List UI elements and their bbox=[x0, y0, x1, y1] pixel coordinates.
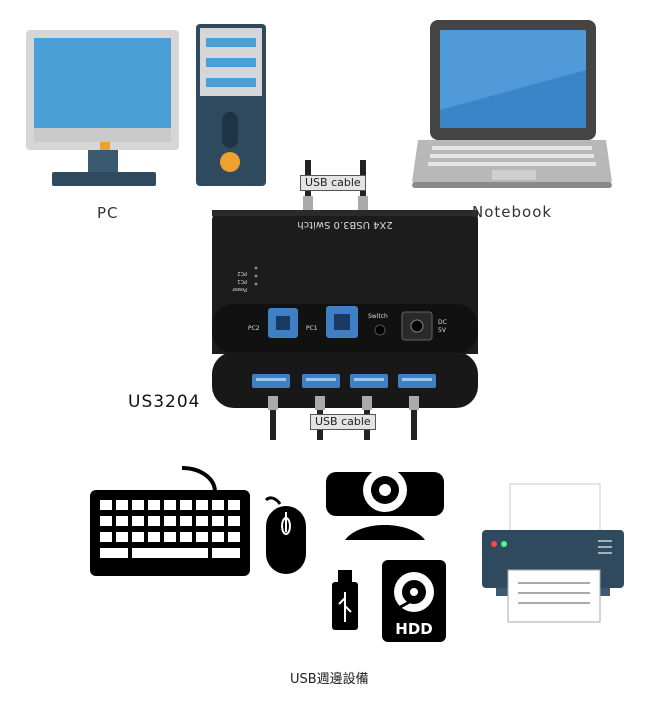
peripherals-caption: USB週邊設備 bbox=[290, 672, 369, 687]
usb-switch-device bbox=[212, 210, 478, 354]
led-label-pc1: PC1 bbox=[237, 278, 247, 284]
pc-tower-icon bbox=[196, 24, 266, 186]
led-label-pc2: PC2 bbox=[237, 270, 247, 276]
pc-label: PC bbox=[97, 204, 119, 222]
keyboard-icon bbox=[90, 466, 250, 576]
notebook-icon bbox=[412, 20, 612, 188]
switch-button-label: Switch bbox=[368, 313, 388, 320]
model-label: US3204 bbox=[128, 392, 201, 412]
mouse-icon bbox=[264, 496, 306, 574]
usb-cable-label-bottom: USB cable bbox=[310, 414, 376, 430]
dc-label: DC bbox=[438, 319, 447, 326]
dc-volt-label: 5V bbox=[438, 327, 447, 334]
printer-icon bbox=[482, 483, 624, 623]
usb-switch-lower-deck bbox=[212, 352, 478, 408]
port-label-pc1: PC1 bbox=[306, 325, 318, 332]
port-label-pc2: PC2 bbox=[248, 325, 260, 332]
notebook-label: Notebook bbox=[472, 203, 553, 221]
led-label-power: Power bbox=[231, 286, 247, 292]
webcam-icon bbox=[326, 468, 444, 540]
usb-cable-label-top: USB cable bbox=[300, 175, 366, 191]
pc-monitor-icon bbox=[26, 30, 179, 186]
hdd-label: HDD bbox=[395, 620, 432, 638]
switch-top-text: 2X4 USB3.0 Switch bbox=[297, 219, 392, 230]
hdd-icon bbox=[382, 560, 446, 642]
usb-flash-drive-icon bbox=[332, 570, 358, 630]
